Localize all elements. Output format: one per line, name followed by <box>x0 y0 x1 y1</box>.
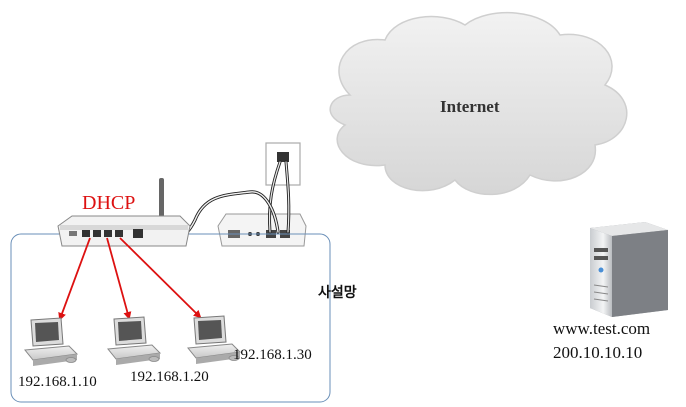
lan-label: 사설망 <box>318 285 357 301</box>
arrow-to-client-2 <box>106 237 132 320</box>
pc-icon <box>107 316 162 365</box>
pc-icon <box>187 315 242 364</box>
dhcp-arrows <box>58 237 202 321</box>
server-icon <box>590 222 668 317</box>
client-ip-3: 192.168.1.30 <box>233 347 312 363</box>
client-ip-2: 192.168.1.20 <box>130 369 209 385</box>
internet-cloud <box>329 12 628 196</box>
server-hostname: www.test.com <box>553 319 651 338</box>
server-ip: 200.10.10.10 <box>553 343 643 362</box>
pc-icon <box>24 317 79 366</box>
router-icon <box>57 178 191 247</box>
internet-label: Internet <box>440 97 500 116</box>
modem-icon <box>217 213 307 247</box>
wall-jack-icon <box>265 142 301 186</box>
arrow-to-client-1 <box>58 237 91 321</box>
client-ip-1: 192.168.1.10 <box>18 374 97 390</box>
dhcp-label: DHCP <box>82 192 136 214</box>
arrow-to-client-3 <box>119 237 202 319</box>
